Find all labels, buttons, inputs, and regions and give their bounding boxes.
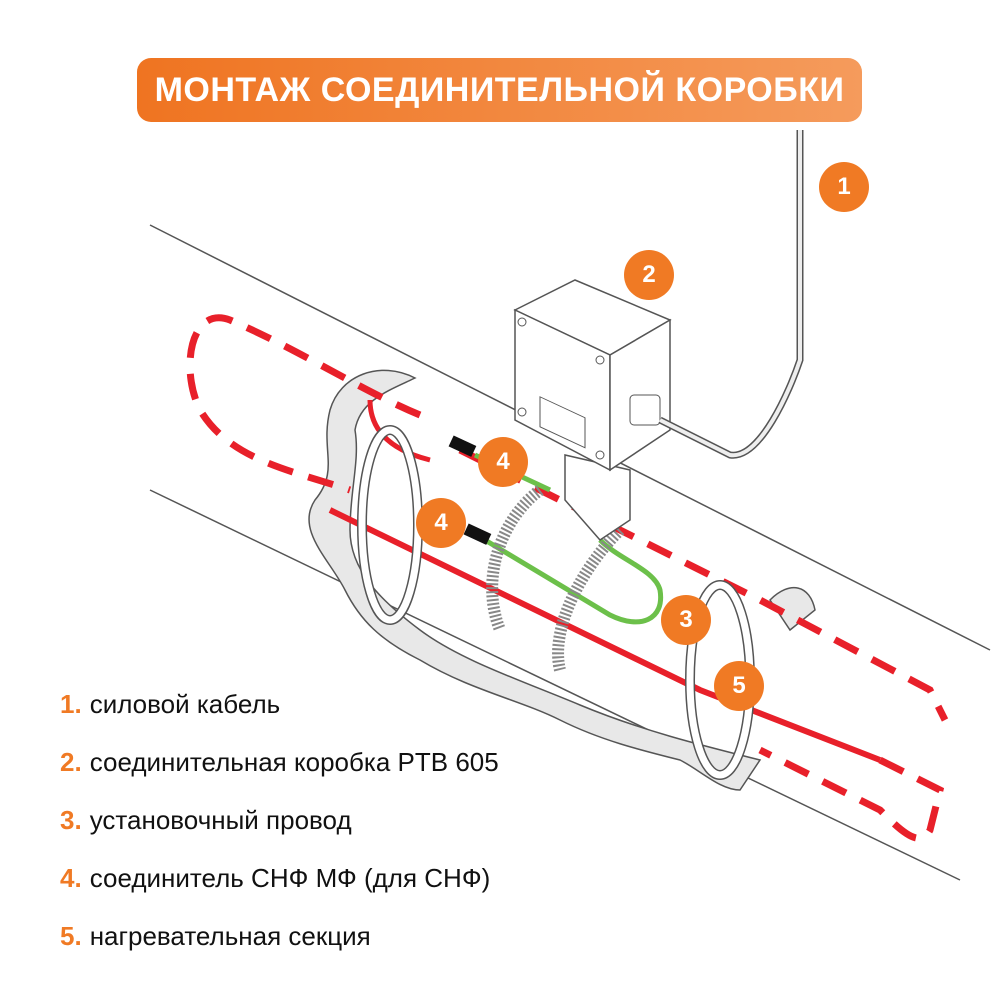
legend: 1.силовой кабель 2.соединительная коробк… [60, 675, 499, 965]
insulation-right [769, 586, 816, 632]
connector-1 [448, 435, 477, 457]
legend-item: 4.соединитель СНФ МФ (для СНФ) [60, 849, 499, 907]
legend-item: 3.установочный провод [60, 791, 499, 849]
install-wire-2 [483, 537, 664, 625]
legend-text: нагревательная секция [89, 920, 371, 951]
legend-number: 2. [60, 746, 82, 777]
heating-cable-lower [328, 507, 882, 763]
hose-clamp-1 [486, 485, 544, 633]
box-bracket [564, 454, 631, 541]
page-title: МОНТАЖ СОЕДИНИТЕЛЬНОЙ КОРОБКИ [137, 58, 862, 122]
legend-text: установочный провод [89, 804, 352, 835]
heating-cable-end [758, 746, 945, 842]
cable-gland [629, 394, 661, 426]
legend-number: 4. [60, 862, 82, 893]
badge-2: 2 [624, 250, 674, 300]
legend-text: силовой кабель [89, 688, 281, 719]
badge-1: 1 [819, 162, 869, 212]
legend-item: 5.нагревательная секция [60, 907, 499, 965]
insulation [308, 369, 762, 791]
badge-3: 3 [661, 595, 711, 645]
legend-item: 1.силовой кабель [60, 675, 499, 733]
badge-5: 5 [714, 661, 764, 711]
legend-text: соединитель СНФ МФ (для СНФ) [89, 862, 491, 893]
legend-number: 5. [60, 920, 82, 951]
legend-number: 3. [60, 804, 82, 835]
heating-cable-upper [458, 446, 949, 722]
hose-clamp-2 [552, 525, 625, 672]
legend-text: соединительная коробка PTB 605 [89, 746, 499, 777]
badge-4b: 4 [416, 498, 466, 548]
connector-2 [463, 523, 492, 545]
box-label [539, 396, 586, 449]
legend-number: 1. [60, 688, 82, 719]
pipe-bottom-edge [149, 489, 961, 881]
badge-4a: 4 [478, 437, 528, 487]
legend-item: 2.соединительная коробка PTB 605 [60, 733, 499, 791]
heating-cable-loop-left [186, 314, 422, 494]
